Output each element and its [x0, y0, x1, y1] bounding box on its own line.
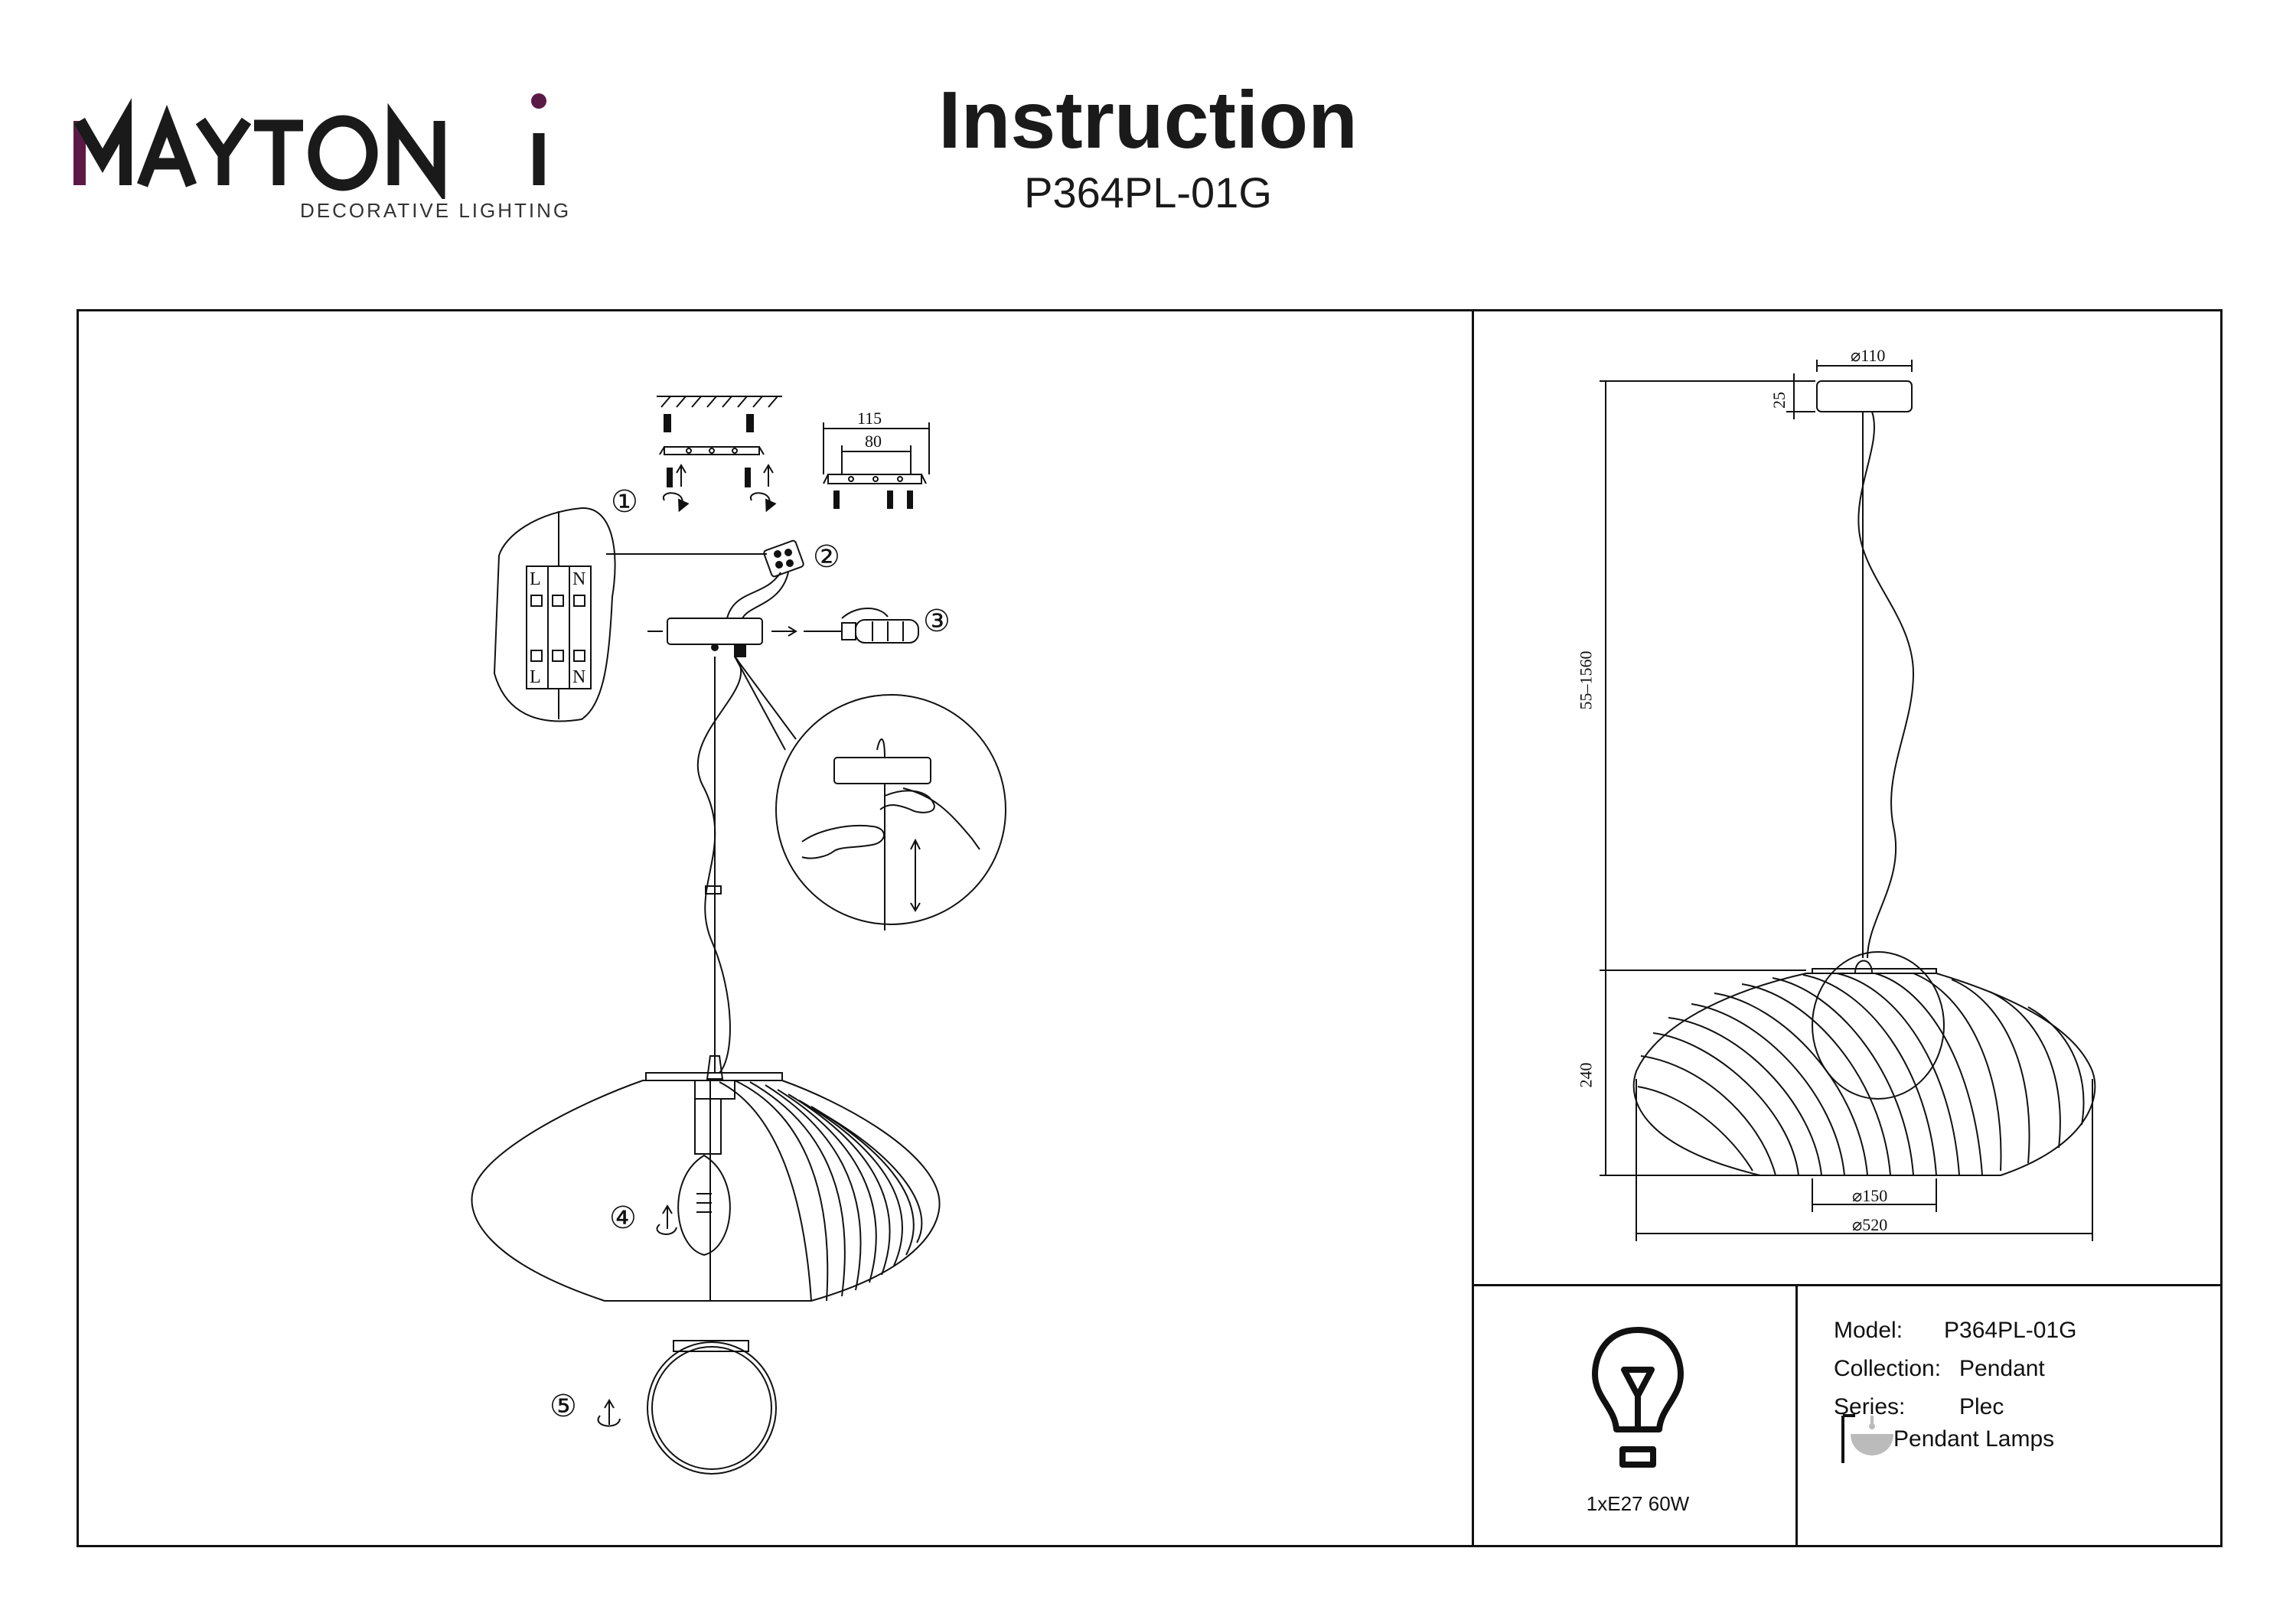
- canopy-assembly: [647, 618, 797, 657]
- step-5-label: ⑤: [550, 1389, 577, 1424]
- spec-series-value: Plec: [1959, 1394, 2004, 1419]
- dim-inner-diameter: ⌀150: [1852, 1186, 1888, 1205]
- shade-assembly: [471, 1055, 941, 1302]
- canopy-shape: [1816, 380, 1913, 412]
- terminal-block: [763, 539, 804, 578]
- divider-bulb: [1795, 1284, 1798, 1547]
- brand-tagline: DECORATIVE LIGHTING: [300, 199, 572, 222]
- bracket-dimensioned: [823, 422, 930, 509]
- dim-shade-diameter: ⌀520: [1852, 1215, 1888, 1234]
- page-model-number: P364PL-01G: [1024, 168, 1272, 217]
- height-adjust-detail-circle: [775, 694, 1006, 930]
- wiring-detail-circle: [493, 507, 616, 722]
- dim-cable-length: 55–1560: [1576, 650, 1596, 710]
- bulb-icon: [1592, 1327, 1684, 1468]
- shade-shape: [1632, 951, 2096, 1176]
- instruction-frame: [77, 309, 2223, 1547]
- screwdriver-icon: [804, 608, 919, 644]
- page-title: Instruction: [938, 75, 1358, 165]
- bracket-dim-inner: 80: [865, 432, 882, 451]
- dim-canopy-diameter: ⌀110: [1851, 346, 1886, 365]
- divider-spec: [1472, 1284, 2223, 1286]
- terminal-l-top: L: [530, 569, 541, 589]
- dim-canopy-height: 25: [1769, 392, 1789, 409]
- step-3-label: ③: [923, 604, 951, 639]
- mounting-bracket: [659, 446, 765, 455]
- spec-category: Pendant Lamps: [1893, 1426, 2055, 1452]
- ceiling-icon: [657, 396, 782, 408]
- bulb-spec: 1xE27 60W: [1586, 1492, 1690, 1515]
- terminal-n-bottom: N: [572, 667, 586, 687]
- divider-main: [1472, 309, 1474, 1547]
- pendant-lamp-icon: [1841, 1414, 1893, 1463]
- maytoni-wordmark: [73, 93, 546, 199]
- spec-collection-value: Pendant: [1959, 1356, 2045, 1381]
- glass-ring: [647, 1340, 777, 1475]
- step-4-label: ④: [609, 1201, 637, 1236]
- spec-collection-label: Collection:: [1834, 1356, 1942, 1381]
- spec-model-value: P364PL-01G: [1944, 1318, 2077, 1343]
- terminal-n-top: N: [572, 569, 586, 589]
- bracket-dim-outer: 115: [857, 409, 882, 428]
- brand-logo: DECORATIVE LIGHTING: [73, 84, 569, 230]
- dim-shade-height: 240: [1576, 1062, 1596, 1088]
- spec-model-label: Model:: [1834, 1318, 1903, 1343]
- step-1-label: ①: [611, 484, 638, 520]
- terminal-l-bottom: L: [530, 667, 541, 687]
- step-2-label: ②: [813, 539, 840, 575]
